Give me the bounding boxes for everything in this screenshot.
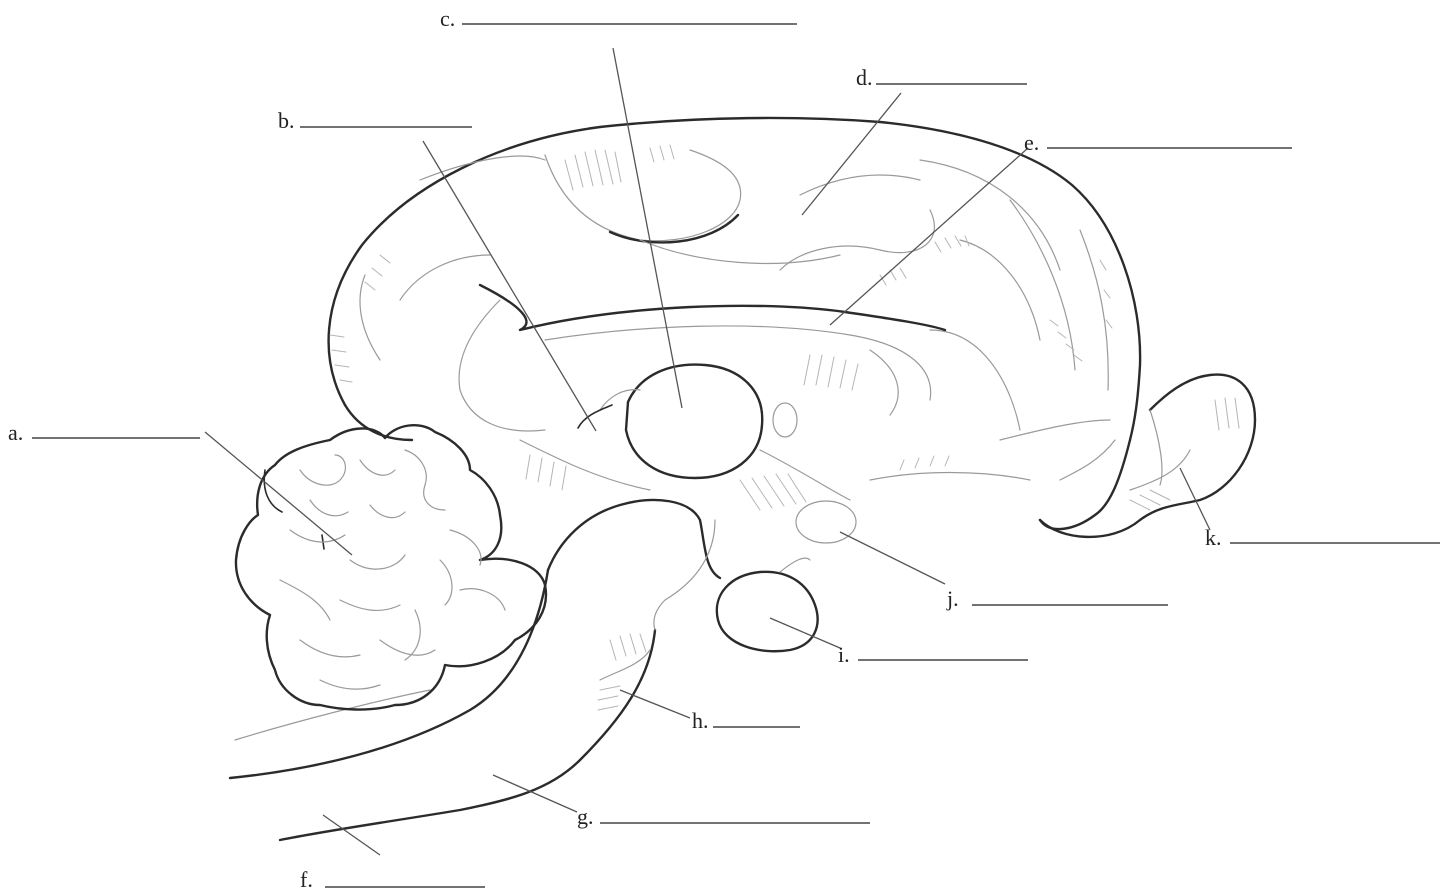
label-a: a. [8,422,23,444]
leader-j [840,532,945,584]
intermediate-mass [773,403,797,437]
olfactory-bulb [1040,375,1255,537]
ventral-structures [717,501,856,651]
leader-lines [205,48,1210,855]
cerebellum [236,425,546,709]
leader-f [323,815,380,855]
label-f: f. [300,869,313,891]
label-e: e. [1024,132,1039,154]
spinal-cord-edge [280,630,655,840]
optic-chiasm [796,501,856,543]
leader-h [620,690,690,718]
label-j: j. [947,588,959,610]
corpus-callosum [459,285,945,431]
label-d: d. [856,67,873,89]
label-b: b. [278,110,295,132]
leader-c [613,48,682,408]
label-g: g. [577,806,594,828]
thalamus [626,365,762,478]
leader-d [802,93,901,215]
frontal-lobe-base [1040,440,1130,529]
label-h: h. [692,710,709,732]
brainstem [230,500,720,840]
cerebrum-posterior-margin [345,405,412,440]
leader-g [493,775,577,812]
cerebrum-outline [329,118,1141,440]
leader-e [830,148,1028,325]
brainstem-dorsal-edge [548,500,720,578]
leader-a [205,432,352,555]
cerebellum-outline [236,425,546,709]
label-i: i. [838,644,850,666]
leader-b [423,141,596,431]
label-k: k. [1205,527,1222,549]
answer-blanks [32,24,1440,887]
pituitary-gland [717,572,818,651]
label-c: c. [440,8,455,30]
